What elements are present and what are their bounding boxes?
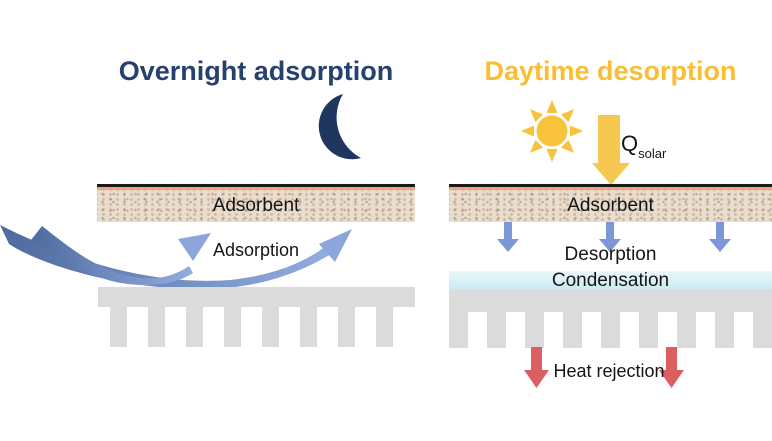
adsorbent-label-left: Adsorbent xyxy=(212,195,300,216)
desorption-arrow-icon xyxy=(599,222,621,252)
heat-sink-fin xyxy=(753,312,772,348)
adsorbent-body: Adsorbent xyxy=(97,190,415,222)
desorption-arrow-icon xyxy=(709,222,731,252)
heat-sink-fins-left xyxy=(98,307,415,347)
adsorbent-label-right: Adsorbent xyxy=(567,195,654,216)
heat-sink-fin xyxy=(563,312,582,348)
heat-sink-right xyxy=(449,290,772,312)
heat-rejection-label: Heat rejection xyxy=(553,361,665,381)
desorption-arrow-icon xyxy=(497,222,519,252)
q-solar-label: Qsolar xyxy=(621,131,667,162)
heat-sink-fin xyxy=(110,307,127,347)
heat-sink-fin xyxy=(376,307,393,347)
left-panel-title: Overnight adsorption xyxy=(118,56,394,86)
solar-flux-arrow-icon xyxy=(592,115,630,185)
heat-sink-fin xyxy=(186,307,203,347)
heat-sink-fin xyxy=(487,312,506,348)
condensation-layer: Condensation xyxy=(449,269,772,291)
adsorption-arrows-icon xyxy=(0,225,352,290)
right-panel-title: Daytime desorption xyxy=(484,56,737,86)
q-subscript: solar xyxy=(638,146,667,162)
heat-sink-fin xyxy=(715,312,734,348)
heat-sink-fin xyxy=(262,307,279,347)
heat-sink-fin xyxy=(677,312,696,348)
q-symbol: Q xyxy=(621,131,639,156)
heat-sink-fin xyxy=(601,312,620,348)
adsorbent-top-line xyxy=(97,187,415,190)
condensation-label: Condensation xyxy=(551,269,670,291)
heat-sink-left xyxy=(98,287,415,307)
heat-sink-fin xyxy=(449,312,468,348)
adsorbent-layer-left: Adsorbent xyxy=(97,184,415,222)
heat-rejection-arrow-icon xyxy=(524,347,549,388)
heat-sink-fins-right xyxy=(449,312,772,348)
desorption-label: Desorption xyxy=(564,244,657,265)
adsorbent-top-line xyxy=(449,187,772,190)
heat-sink-fin xyxy=(300,307,317,347)
sun-icon xyxy=(521,100,583,162)
heat-sink-fin xyxy=(338,307,355,347)
solar-absorber-line xyxy=(449,184,772,187)
adsorbent-body: Adsorbent xyxy=(449,190,772,222)
heat-rejection-arrow-icon xyxy=(659,347,684,388)
heat-sink-fin xyxy=(148,307,165,347)
heat-sink-fin xyxy=(525,312,544,348)
adsorption-label: Adsorption xyxy=(212,240,300,260)
adsorbent-layer-right: Adsorbent xyxy=(449,184,772,222)
heat-sink-fin xyxy=(639,312,658,348)
heat-sink-fin xyxy=(224,307,241,347)
solar-absorber-line xyxy=(97,184,415,187)
crescent-moon-icon xyxy=(318,94,361,160)
